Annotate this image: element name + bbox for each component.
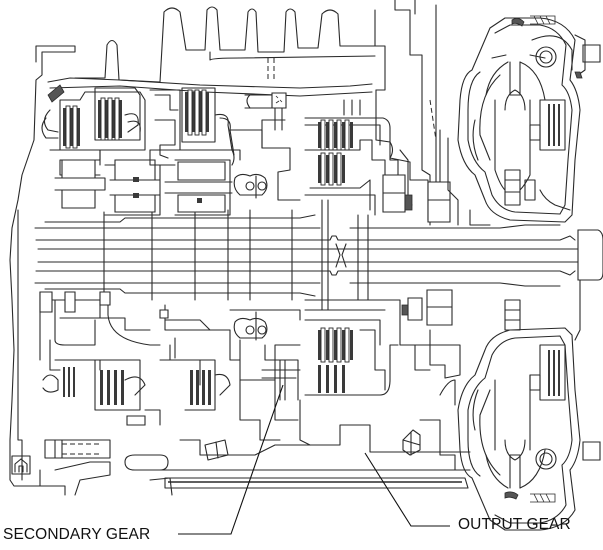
torque-converter-lower <box>457 279 601 531</box>
direct-clutch-upper <box>304 99 413 216</box>
output-gear-label: OUTPUT GEAR <box>458 516 571 533</box>
secondary-gear-label: SECONDARY GEAR <box>3 526 151 543</box>
case-mark-icon <box>11 455 31 475</box>
oil-pump-upper <box>375 89 459 226</box>
center-hub-upper <box>229 58 301 201</box>
output-gear-leader <box>364 452 450 527</box>
main-shaft <box>34 199 603 311</box>
left-clutch-pack-upper <box>41 84 235 166</box>
transmission-case-outline <box>9 0 471 496</box>
secondary-gear-leader <box>178 384 284 535</box>
left-clutch-pack-lower <box>39 291 241 426</box>
torque-converter <box>457 15 601 226</box>
direct-clutch-lower <box>304 289 461 396</box>
counter-drive-section <box>44 379 456 471</box>
planetary-gear-set-upper <box>49 149 241 216</box>
center-hub-lower <box>229 309 311 446</box>
